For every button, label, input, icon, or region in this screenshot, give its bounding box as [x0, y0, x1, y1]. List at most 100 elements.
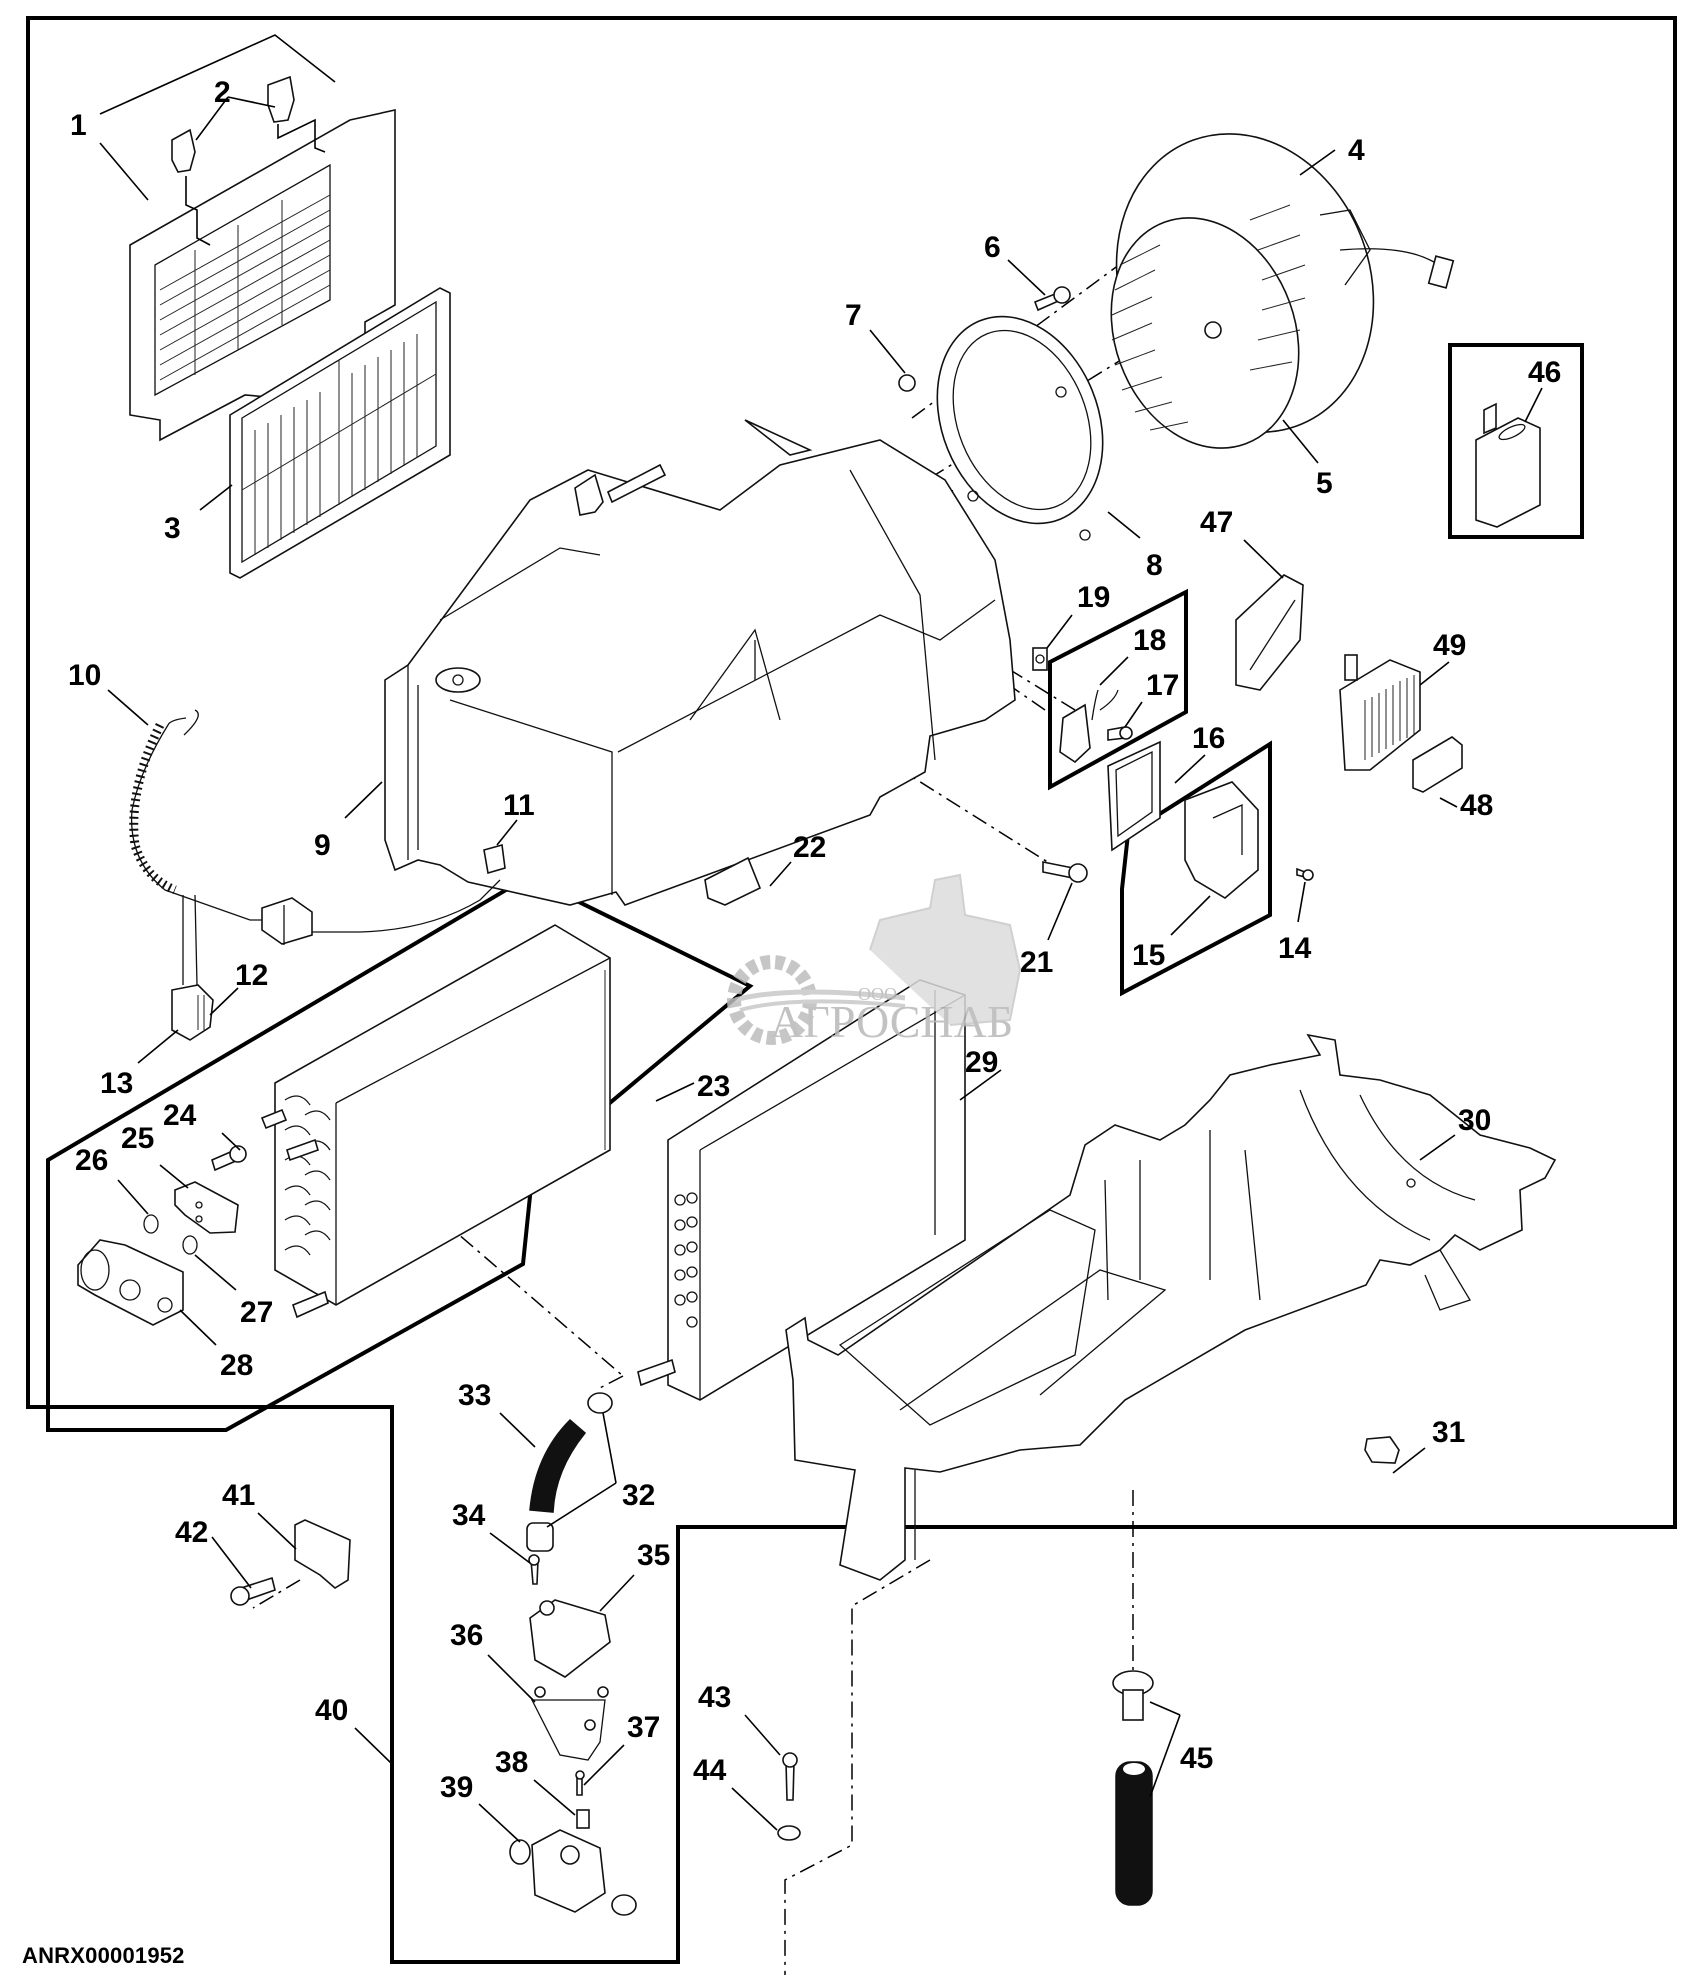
clamp-41-part[interactable]: [294, 1519, 351, 1589]
callout-22: 22: [793, 831, 826, 864]
callout-15: 15: [1132, 939, 1165, 972]
screw-37-part[interactable]: [575, 1770, 585, 1796]
cap-screw-42-part[interactable]: [230, 1576, 276, 1606]
evaporator-core-part[interactable]: [260, 924, 611, 1319]
callout-36: 36: [450, 1619, 483, 1652]
o-ring-26-part[interactable]: [143, 1214, 159, 1234]
callout-5: 5: [1316, 467, 1333, 500]
callout-12: 12: [235, 959, 268, 992]
blower-ring-part[interactable]: [908, 292, 1133, 549]
callout-11: 11: [503, 789, 535, 822]
callout-38: 38: [495, 1746, 528, 1779]
screw-14-part[interactable]: [1296, 867, 1314, 881]
callout-8: 8: [1146, 549, 1163, 582]
thermostat-switch-47-part[interactable]: [1235, 574, 1304, 691]
screw-17-part[interactable]: [1107, 726, 1133, 741]
watermark-ooo: ООО: [858, 984, 897, 1004]
screw-43-part[interactable]: [782, 1752, 798, 1801]
callout-25: 25: [121, 1122, 154, 1155]
screw-34-part[interactable]: [528, 1554, 540, 1585]
switch-kit-frame: [1048, 588, 1188, 791]
watermark-company-name: АГРОСНАБ: [770, 996, 1013, 1047]
combine-harvester-icon: [869, 873, 1022, 1026]
retaining-clips-part[interactable]: [171, 75, 326, 246]
cap-screw-24-part[interactable]: [211, 1145, 247, 1172]
callout-30: 30: [1458, 1104, 1491, 1137]
callout-28: 28: [220, 1349, 253, 1382]
water-valve-39-part[interactable]: [509, 1829, 637, 1916]
callout-35: 35: [637, 1539, 670, 1572]
heater-hose-33-part[interactable]: [529, 1418, 587, 1513]
air-filter-part[interactable]: [229, 287, 451, 579]
coupler-38-part[interactable]: [576, 1809, 590, 1829]
callout-16: 16: [1192, 722, 1225, 755]
lower-housing-part[interactable]: [785, 1033, 1557, 1581]
callout-2: 2: [214, 76, 231, 109]
callout-39: 39: [440, 1771, 473, 1804]
temperature-sensor-part[interactable]: [171, 984, 214, 1041]
callout-19: 19: [1077, 581, 1110, 614]
relay-46-part[interactable]: [1475, 402, 1541, 528]
drain-tube-45-part[interactable]: [1115, 1761, 1153, 1906]
nut-7-part[interactable]: [898, 374, 916, 392]
callout-47: 47: [1200, 506, 1233, 539]
wiring-harness-part[interactable]: [129, 709, 501, 986]
clip-31-part[interactable]: [1364, 1436, 1400, 1464]
bracket-22-part[interactable]: [704, 856, 762, 906]
clip-19-part[interactable]: [1032, 647, 1048, 671]
filter-group-bracket: [99, 34, 336, 115]
callout-40: 40: [315, 1694, 348, 1727]
callout-43: 43: [698, 1681, 731, 1714]
switch-harness-18-part[interactable]: [1059, 689, 1119, 764]
callout-48: 48: [1460, 789, 1493, 822]
gasket-16-part[interactable]: [1107, 740, 1161, 852]
callout-44: 44: [693, 1754, 727, 1787]
cap-screw-21-part[interactable]: [1042, 861, 1088, 883]
leader-lines: [99, 96, 1543, 1843]
callout-13: 13: [100, 1067, 133, 1100]
callout-3: 3: [164, 512, 181, 545]
hose-clamp-32-lower-part[interactable]: [526, 1522, 554, 1552]
callout-7: 7: [845, 299, 862, 332]
cap-screw-6-part[interactable]: [1033, 286, 1071, 312]
callout-42: 42: [175, 1516, 208, 1549]
actuator-cover-15-part[interactable]: [1184, 781, 1259, 899]
blower-motor-part[interactable]: [1076, 97, 1455, 474]
company-watermark: ООО АГРОСНАБ: [727, 873, 1022, 1047]
resistor-cover-48-part[interactable]: [1412, 736, 1463, 793]
callout-6: 6: [984, 231, 1001, 264]
callout-41: 41: [222, 1479, 255, 1512]
valve-actuator-35-part[interactable]: [529, 1599, 611, 1678]
washer-44-part[interactable]: [777, 1825, 801, 1841]
o-ring-27-part[interactable]: [182, 1235, 198, 1255]
callout-14: 14: [1278, 932, 1312, 965]
hose-clamp-32-upper-part[interactable]: [587, 1392, 613, 1414]
callout-labels: 1 2 3 4 5 6 7 8 9 10 11 12 13 14 15 16 1…: [68, 76, 1561, 1804]
callout-23: 23: [697, 1070, 730, 1103]
callout-17: 17: [1146, 669, 1179, 702]
callout-18: 18: [1133, 624, 1166, 657]
callout-31: 31: [1432, 1416, 1465, 1449]
blower-resistor-49-part[interactable]: [1339, 654, 1421, 771]
upper-housing-part[interactable]: [384, 419, 1016, 906]
relay-frame: [1448, 343, 1584, 539]
callout-29: 29: [965, 1046, 998, 1079]
callout-26: 26: [75, 1144, 108, 1177]
heater-core-tube-ends: [674, 1192, 698, 1328]
heater-core-part[interactable]: [637, 979, 966, 1401]
callout-27: 27: [240, 1296, 273, 1329]
mounting-bracket-36-part[interactable]: [530, 1686, 609, 1761]
expansion-valve-28-part[interactable]: [77, 1239, 184, 1326]
callout-4: 4: [1348, 134, 1365, 167]
drain-valve-45-part[interactable]: [1112, 1670, 1154, 1721]
callout-1: 1: [70, 109, 87, 142]
callout-9: 9: [314, 829, 331, 862]
callout-24: 24: [163, 1099, 197, 1132]
callout-49: 49: [1433, 629, 1466, 662]
callout-33: 33: [458, 1379, 491, 1412]
harness-connector-part[interactable]: [483, 843, 506, 875]
callout-10: 10: [68, 659, 101, 692]
clamp-plate-25-part[interactable]: [174, 1181, 239, 1234]
callout-45: 45: [1180, 1742, 1213, 1775]
